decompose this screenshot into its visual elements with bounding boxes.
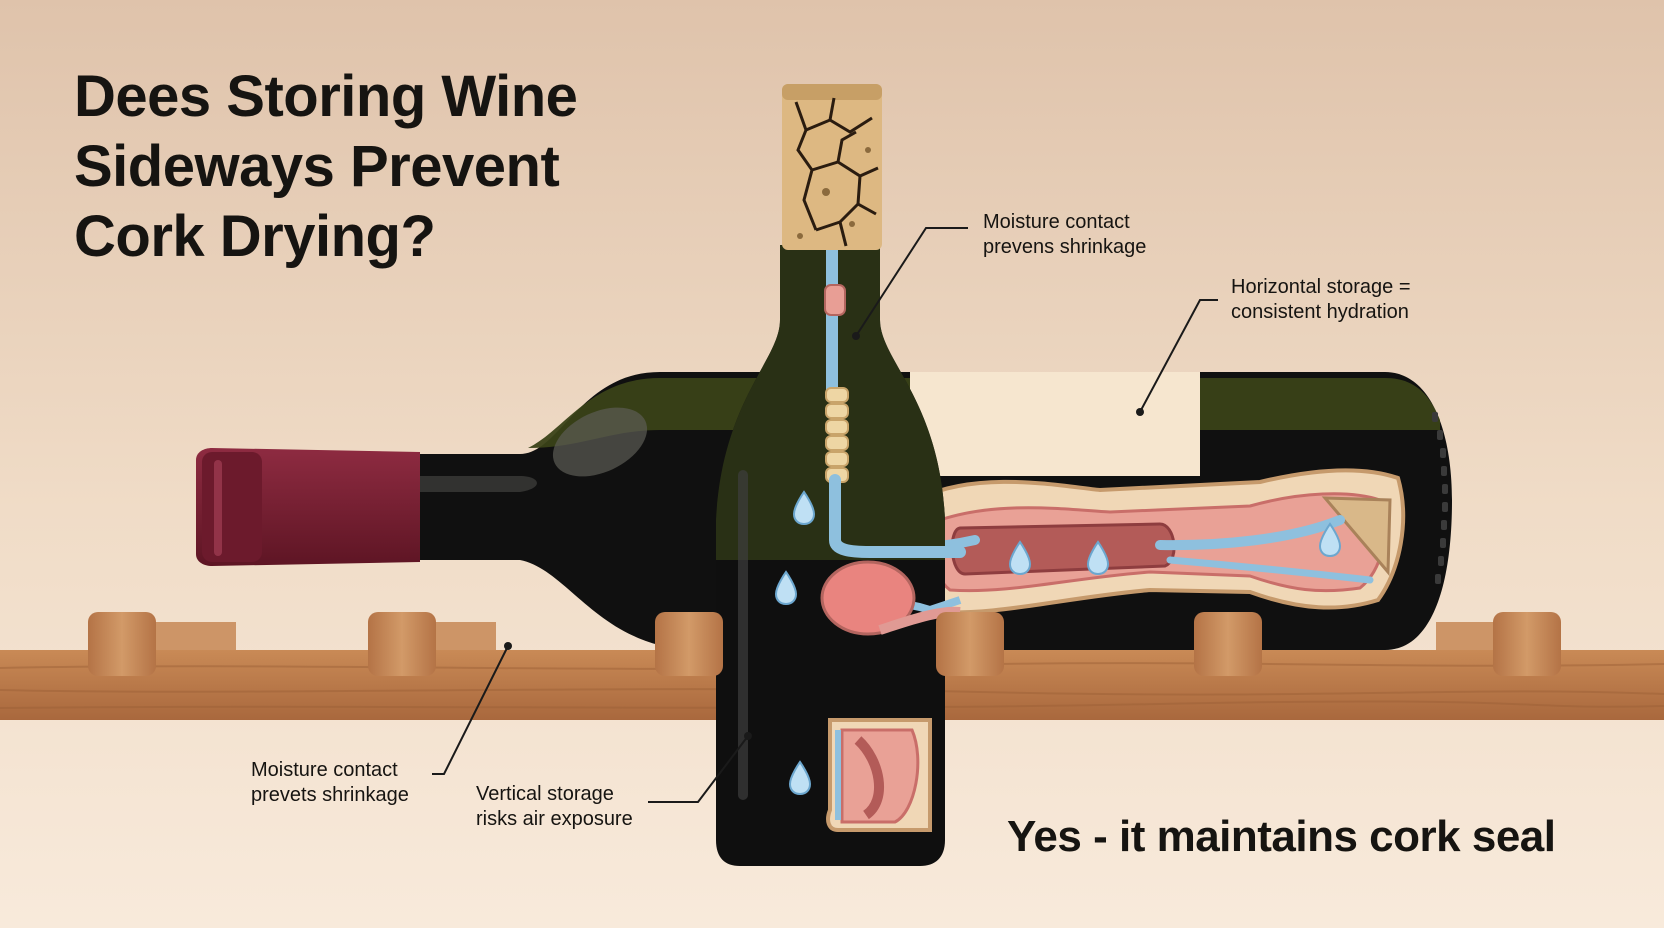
- callout-text: Moisture contact: [251, 759, 398, 781]
- callout-text: prevets shrinkage: [251, 784, 409, 806]
- callout-text: Horizontal storage =: [1231, 276, 1411, 298]
- callout-text: Moisture contact: [983, 211, 1130, 233]
- title-line-1: Dees Storing Wine: [74, 64, 578, 129]
- answer-text: Yes - it maintains cork seal: [1007, 812, 1556, 861]
- callout-text: Vertical storage: [476, 783, 614, 805]
- callout-bottom-moisture: Moisture contact prevets shrinkage: [251, 758, 409, 808]
- callout-vertical-storage: Vertical storage risks air exposure: [476, 782, 633, 832]
- callout-text: risks air exposure: [476, 808, 633, 830]
- page-title: Dees Storing Wine Sideways Prevent Cork …: [74, 62, 578, 272]
- cork-icon: [782, 84, 882, 250]
- wine-rack-icon: [88, 612, 1561, 676]
- vertical-bottle: [716, 84, 966, 866]
- callout-cork-moisture: Moisture contact prevens shrinkage: [983, 210, 1146, 260]
- water-drop-icon: [774, 490, 1342, 796]
- title-line-2: Sideways Prevent: [74, 134, 560, 199]
- callout-text: prevens shrinkage: [983, 236, 1147, 258]
- title-line-3: Cork Drying?: [74, 204, 436, 269]
- callout-text: consistent hydration: [1231, 301, 1409, 323]
- callout-leaders: [432, 227, 1218, 803]
- callout-horizontal-storage: Horizontal storage = consistent hydratio…: [1231, 275, 1411, 325]
- bottle-label: [910, 372, 1200, 476]
